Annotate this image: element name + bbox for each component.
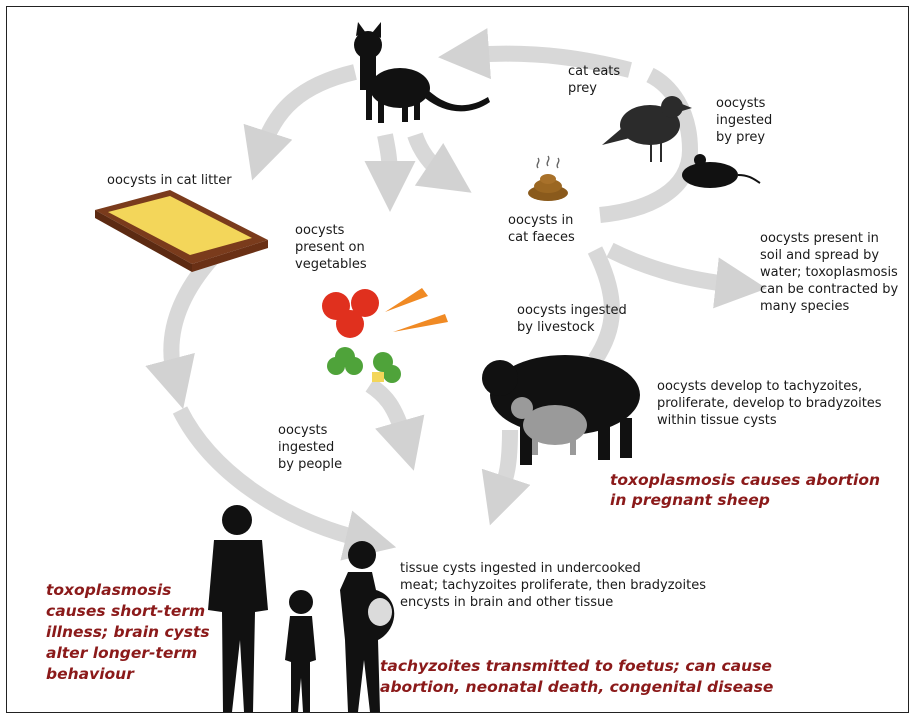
arrow-litter-to-people-loop: [171, 258, 212, 378]
faeces-icon: [528, 156, 568, 201]
arrow-cat-to-vegetables: [385, 135, 390, 180]
arrow-cat-to-litter: [262, 72, 355, 150]
litter-box-icon: [95, 190, 268, 272]
arrow-sheep-to-people: [500, 430, 510, 495]
arrow-faeces-to-soil: [610, 250, 735, 285]
emphasis-foetus: tachyzoites transmitted to foetus; can c…: [380, 656, 773, 698]
arrow-cat-to-faeces: [415, 135, 445, 175]
label-oocysts-in-cat-litter: oocysts in cat litter: [107, 172, 232, 189]
arrow-vegetables-to-people: [370, 385, 405, 440]
child-silhouette-icon: [285, 590, 316, 712]
cat-icon: [354, 22, 490, 123]
label-oocysts-develop: oocysts develop to tachyzoites,prolifera…: [657, 378, 882, 429]
bird-icon: [602, 96, 692, 162]
vegetables-icon: [322, 288, 448, 383]
man-silhouette-icon: [208, 505, 268, 712]
